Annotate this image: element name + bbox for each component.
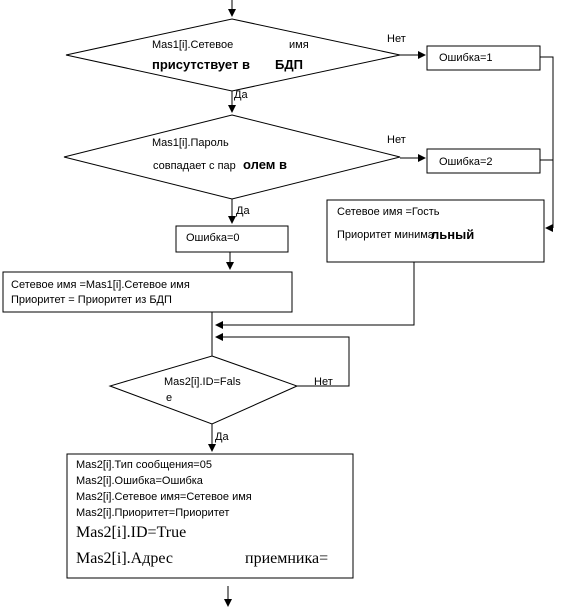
error-2-box <box>426 148 541 174</box>
assign-box <box>2 271 293 313</box>
error-0-box <box>175 225 289 253</box>
d2-text-line1: Mas1[i].Пароль <box>152 137 229 149</box>
d3-text-line2: e <box>166 392 173 404</box>
guest-box <box>326 199 545 263</box>
d1-yes-label: Да <box>234 89 248 101</box>
assign-text-line2: Приоритет = Приоритет из БДП <box>11 294 172 306</box>
assign-text-line1: Сетевое имя =Mas1[i].Сетевое имя <box>11 279 190 291</box>
loop-back-line <box>220 336 350 387</box>
message-line5: Mas2[i].ID=True <box>76 524 187 541</box>
d2-yes-label: Да <box>236 205 250 217</box>
d3-text-line1: Mas2[i].ID=Fals <box>164 376 241 388</box>
guest-text-line2a: Приоритет минима <box>337 229 434 241</box>
d2-text-line2b: олем в <box>243 157 287 172</box>
d1-no-label: Нет <box>387 33 406 45</box>
error-2-text: Ошибка=2 <box>439 156 493 168</box>
d1-text-line1b: имя <box>289 39 309 51</box>
d2-text-line2a: совпадает с пар <box>153 160 236 172</box>
decision-2-shape <box>63 114 401 200</box>
d3-yes-label: Да <box>215 431 229 443</box>
message-line6b: приемника= <box>245 550 329 567</box>
message-line2: Mas2[i].Ошибка=Ошибка <box>76 475 203 487</box>
d1-text-line2b: БДП <box>275 57 303 72</box>
message-line4: Mas2[i].Приоритет=Приоритет <box>76 507 230 519</box>
error-0-text: Ошибка=0 <box>186 232 240 244</box>
d1-text-line2a: присутствует в <box>152 57 250 72</box>
d3-no-label: Нет <box>314 376 333 388</box>
decision-1-shape <box>65 18 401 92</box>
d2-no-label: Нет <box>387 134 406 146</box>
message-line3: Mas2[i].Сетевое имя=Сетевое имя <box>76 491 252 503</box>
d1-text-line1: Mas1[i].Сетевое <box>152 39 234 51</box>
message-line1: Mas2[i].Тип сообщения=05 <box>76 459 212 471</box>
error-1-text: Ошибка=1 <box>439 52 493 64</box>
message-line6a: Mas2[i].Адрес <box>76 550 173 567</box>
error-1-box <box>426 45 541 71</box>
guest-merge-line <box>220 262 415 326</box>
errors-connector <box>540 56 554 161</box>
guest-text-line2b: льный <box>431 227 475 242</box>
decision-3-shape <box>108 355 299 425</box>
message-box <box>66 453 354 579</box>
guest-text-line1: Сетевое имя =Гость <box>337 206 440 218</box>
